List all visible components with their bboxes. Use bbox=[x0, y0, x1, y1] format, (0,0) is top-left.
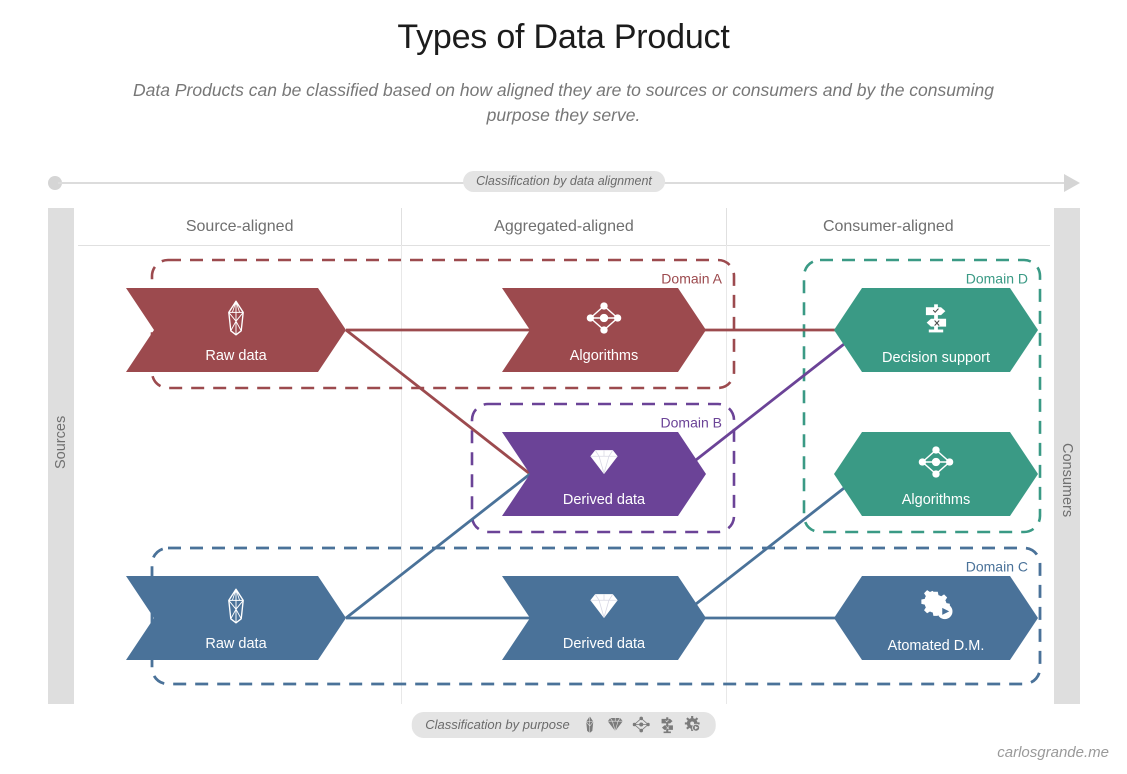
node-label: Algorithms bbox=[902, 492, 971, 508]
diamond-icon bbox=[607, 716, 624, 733]
node-label: Algorithms bbox=[570, 348, 639, 364]
sources-label: Sources bbox=[53, 415, 69, 469]
domain-label-b: Domain B bbox=[661, 415, 722, 431]
consumers-band: Consumers bbox=[1054, 208, 1080, 704]
page-subtitle: Data Products can be classified based on… bbox=[133, 80, 994, 125]
node-label: Raw data bbox=[205, 348, 267, 364]
diagram-canvas: Domain A Domain B Domain C Domain D bbox=[126, 258, 1042, 686]
column-header-aggregated-aligned: Aggregated-aligned bbox=[402, 208, 727, 245]
alignment-axis-label: Classification by data alignment bbox=[463, 171, 665, 192]
gear-play-icon bbox=[684, 716, 702, 733]
consumers-label: Consumers bbox=[1059, 443, 1075, 518]
domain-label-a: Domain A bbox=[661, 271, 722, 287]
node-label: Decision support bbox=[882, 350, 990, 366]
node-c-raw[interactable]: Raw data bbox=[126, 576, 346, 660]
domain-box-a bbox=[150, 258, 736, 390]
connector-c-raw-to-b-derived bbox=[345, 472, 531, 620]
column-header-consumer-aligned: Consumer-aligned bbox=[822, 217, 954, 235]
footer-credit: carlosgrande.me bbox=[997, 744, 1109, 761]
domain-box-b bbox=[470, 402, 736, 534]
node-label: Derived data bbox=[563, 636, 646, 652]
sources-band: Sources bbox=[48, 208, 74, 704]
node-c-derived[interactable]: Derived data bbox=[502, 576, 706, 660]
purpose-legend-label: Classification by purpose bbox=[425, 717, 570, 732]
node-a-raw[interactable]: Raw data bbox=[126, 288, 346, 372]
grid-area: Source-aligned Aggregated-aligned Consum… bbox=[78, 208, 1050, 704]
page-title: Types of Data Product bbox=[397, 18, 730, 56]
diagram-frame: Sources Consumers Source-aligned Aggrega… bbox=[48, 208, 1080, 704]
network-icon bbox=[632, 716, 650, 733]
node-d-algo[interactable]: Algorithms bbox=[834, 432, 1038, 516]
node-b-derived[interactable]: Derived data bbox=[502, 432, 706, 516]
alignment-axis: Classification by data alignment bbox=[48, 171, 1080, 194]
domain-boxes: Domain A Domain B Domain C Domain D bbox=[150, 258, 1042, 686]
axis-arrow-icon bbox=[1064, 174, 1080, 192]
connectors bbox=[345, 328, 863, 620]
axis-start-dot bbox=[48, 176, 62, 190]
connector-c-derived-to-d-algo bbox=[677, 472, 863, 620]
connector-a-raw-to-b-derived bbox=[345, 328, 531, 476]
node-label: Derived data bbox=[563, 492, 646, 508]
column-header-source-aligned: Source-aligned bbox=[78, 208, 403, 245]
domain-label-d: Domain D bbox=[966, 271, 1028, 287]
signpost-icon bbox=[659, 716, 676, 733]
domain-box-c bbox=[150, 546, 1042, 686]
domain-box-d bbox=[802, 258, 1042, 534]
node-a-algo[interactable]: Algorithms bbox=[502, 288, 706, 372]
connector-b-derived-to-d-decision bbox=[677, 328, 863, 476]
node-label: Raw data bbox=[205, 636, 267, 652]
column-headers: Source-aligned Aggregated-aligned Consum… bbox=[78, 208, 1050, 246]
domain-label-c: Domain C bbox=[966, 559, 1028, 575]
raw-gem-icon bbox=[581, 716, 598, 733]
node-d-decision[interactable]: Decision support bbox=[834, 288, 1038, 372]
purpose-legend: Classification by purpose bbox=[411, 712, 716, 738]
node-c-auto[interactable]: Atomated D.M. bbox=[834, 576, 1038, 660]
node-label: Atomated D.M. bbox=[888, 638, 985, 654]
